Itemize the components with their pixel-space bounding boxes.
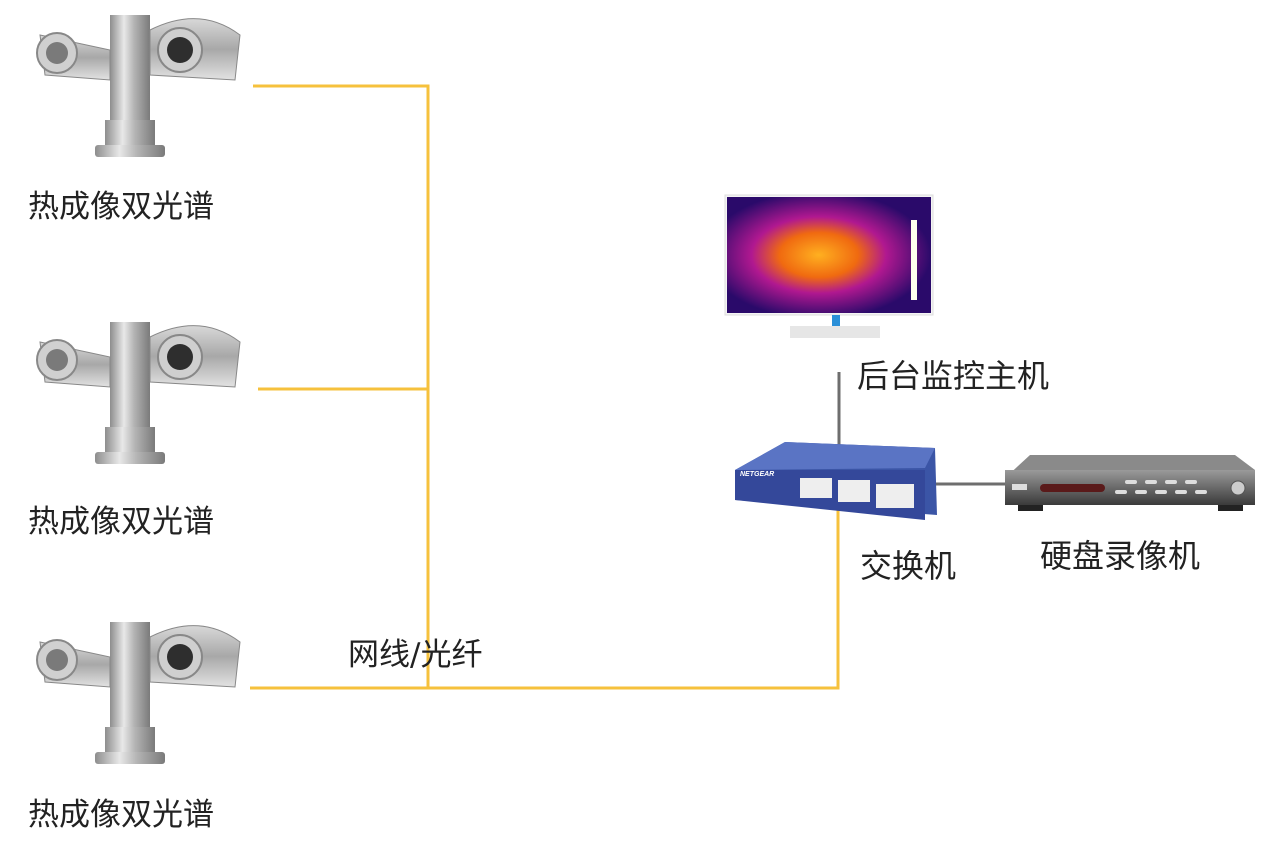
camera-2-image <box>36 321 241 465</box>
nvr-label: 硬盘录像机 <box>1040 537 1201 575</box>
switch-logo: NETGEAR <box>740 471 774 478</box>
cable-lines <box>250 84 840 690</box>
switch-image: NETGEAR <box>735 442 937 520</box>
switch-label: 交换机 <box>860 547 957 585</box>
nvr-image <box>1005 455 1255 511</box>
camera-3-image <box>36 621 241 765</box>
camera-1-image <box>36 14 241 158</box>
monitor-image <box>724 194 934 338</box>
cable-camera-1 <box>253 84 430 688</box>
cable-label: 网线/光纤 <box>348 637 483 673</box>
camera-2-label: 热成像双光谱 <box>28 504 214 540</box>
monitor-label: 后台监控主机 <box>857 357 1050 395</box>
camera-3-label: 热成像双光谱 <box>28 797 214 833</box>
cable-camera-3-to-switch <box>250 505 840 690</box>
camera-1-label: 热成像双光谱 <box>28 189 214 225</box>
